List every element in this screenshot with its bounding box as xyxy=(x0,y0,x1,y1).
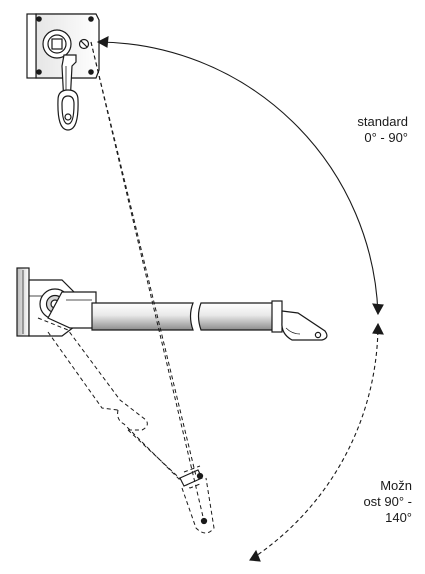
standard-range-title: standard xyxy=(357,114,408,129)
construction-lines xyxy=(90,41,205,522)
closed-position-unit xyxy=(26,13,100,131)
max-angle-ghost-arm xyxy=(37,317,215,534)
standard-range-arc xyxy=(96,36,384,316)
optional-range-label: Možn ost 90° - 140° xyxy=(330,478,412,526)
ghost-arm-end xyxy=(179,469,208,525)
optional-range-line-2: ost 90° - xyxy=(363,494,412,509)
optional-range-line-3: 140° xyxy=(385,510,412,525)
standard-range-label: standard 0° - 90° xyxy=(318,114,408,146)
optional-range-arc xyxy=(249,322,384,562)
optional-range-line-1: Možn xyxy=(380,478,412,493)
open-position-arm xyxy=(16,267,328,341)
standard-range-degrees: 0° - 90° xyxy=(364,130,408,145)
